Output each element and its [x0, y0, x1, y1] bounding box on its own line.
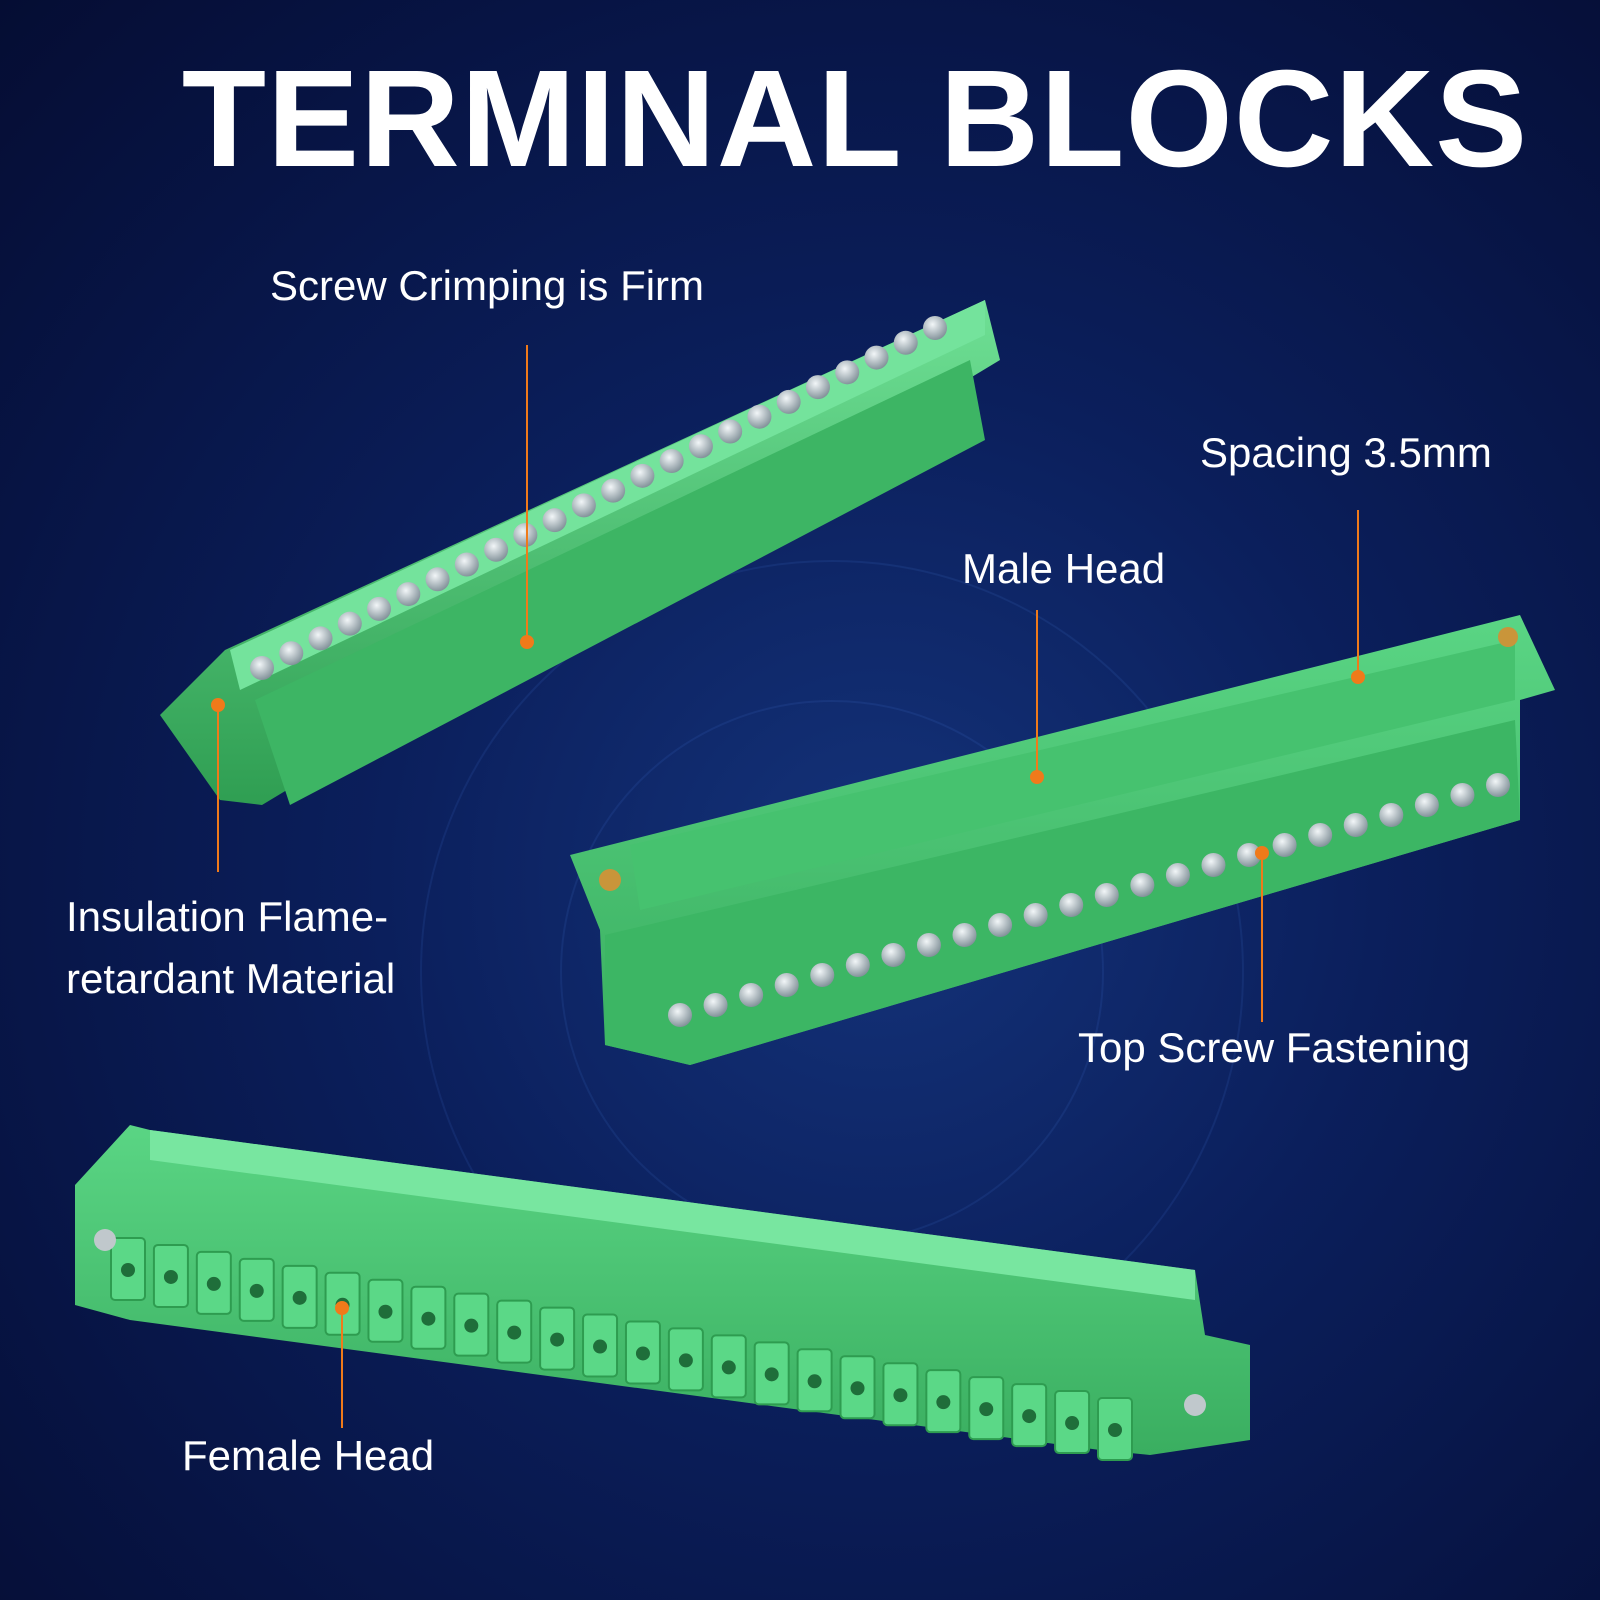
screw-icon: [308, 626, 333, 651]
screw-icon: [810, 963, 835, 987]
socket-hole-icon: [464, 1318, 479, 1333]
male-header-middle: [570, 615, 1555, 1065]
socket-row-3: [110, 1237, 1133, 1461]
screw-icon: [513, 522, 538, 547]
female-head-bottom: [75, 1125, 1250, 1461]
screw-icon: [718, 419, 743, 444]
leader-lines: [211, 345, 1365, 1428]
screw-icon: [1237, 843, 1262, 867]
screw-icon: [1450, 783, 1475, 807]
socket-hole-icon: [807, 1374, 822, 1389]
screw-icon: [1414, 793, 1439, 817]
screw-icon: [864, 345, 889, 370]
female-plug-diagonal: [160, 300, 1000, 805]
screw-icon: [1059, 893, 1084, 917]
screw-icon: [747, 404, 772, 429]
screw-icon: [250, 656, 274, 680]
screw-icon: [542, 508, 567, 533]
screw-icon: [571, 493, 596, 518]
screw-icon: [703, 993, 728, 1017]
socket-hole-icon: [979, 1402, 994, 1417]
screw-icon: [952, 923, 977, 947]
screw-icon: [1486, 773, 1510, 797]
screw-icon: [601, 478, 626, 503]
socket-hole-icon: [249, 1283, 264, 1298]
screw-icon: [425, 567, 450, 592]
socket-hole-icon: [764, 1367, 779, 1382]
socket-hole-icon: [1022, 1409, 1037, 1424]
screw-icon: [881, 943, 906, 967]
screw-icon: [1379, 803, 1404, 827]
socket-hole-icon: [121, 1263, 135, 1277]
screw-row-1: [250, 316, 947, 680]
socket-hole-icon: [1108, 1423, 1122, 1437]
screw-icon: [805, 375, 830, 400]
socket-hole-icon: [721, 1360, 736, 1375]
page-title: TERMINAL BLOCKS: [181, 42, 1529, 196]
screw-icon: [367, 596, 392, 621]
screw-icon: [337, 611, 362, 636]
screw-icon: [1094, 883, 1119, 907]
screw-icon: [1343, 813, 1368, 837]
socket-hole-icon: [893, 1388, 908, 1403]
screw-icon: [1165, 863, 1190, 887]
socket-hole-icon: [507, 1325, 522, 1340]
socket-hole-icon: [163, 1269, 178, 1284]
screw-icon: [1272, 833, 1297, 857]
socket-hole-icon: [378, 1304, 393, 1319]
socket-hole-icon: [550, 1332, 565, 1347]
callout-male-head: Male Head: [962, 545, 1166, 592]
screw-icon: [279, 641, 304, 666]
socket-hole-icon: [421, 1311, 436, 1326]
screw-icon: [739, 983, 764, 1007]
screw-icon: [845, 953, 870, 977]
screw-icon: [1308, 823, 1333, 847]
screw-icon: [835, 360, 860, 385]
screw-icon: [916, 933, 941, 957]
screw-icon: [454, 552, 479, 577]
screw-icon: [1201, 853, 1226, 877]
screw-icon: [630, 463, 655, 488]
socket-hole-icon: [936, 1395, 951, 1410]
screw-icon: [923, 316, 947, 340]
socket-hole-icon: [292, 1290, 307, 1305]
callout-insulation-line2: retardant Material: [66, 955, 396, 1002]
socket-hole-icon: [593, 1339, 608, 1354]
socket-hole-icon: [635, 1346, 650, 1361]
socket-hole-icon: [678, 1353, 693, 1368]
screw-icon: [688, 434, 713, 459]
socket-hole-icon: [206, 1276, 221, 1291]
callout-screw-crimping: Screw Crimping is Firm: [270, 262, 705, 309]
screw-icon: [659, 449, 684, 474]
screw-icon: [988, 913, 1013, 937]
socket-hole-icon: [1065, 1416, 1080, 1431]
screw-icon: [1130, 873, 1155, 897]
callout-insulation-line1: Insulation Flame-: [66, 893, 389, 940]
screw-icon: [776, 389, 801, 414]
callout-female-head: Female Head: [182, 1432, 435, 1479]
screw-icon: [484, 537, 509, 562]
screw-icon: [396, 582, 421, 607]
screw-icon: [1023, 903, 1048, 927]
screw-row-2: [668, 773, 1510, 1027]
screw-icon: [774, 973, 799, 997]
callout-top-screw: Top Screw Fastening: [1078, 1024, 1471, 1071]
callout-spacing: Spacing 3.5mm: [1200, 429, 1492, 476]
socket-hole-icon: [850, 1381, 865, 1396]
screw-icon: [893, 330, 918, 355]
screw-icon: [668, 1003, 692, 1027]
